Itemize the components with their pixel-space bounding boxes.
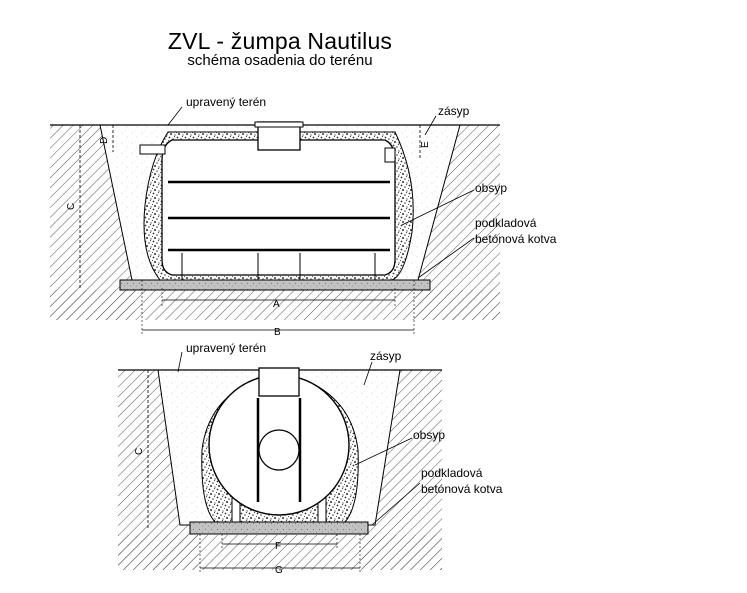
label-base-1: podkladová xyxy=(475,216,537,230)
dim-b-label: B xyxy=(274,327,281,338)
label-terrain: upravený terén xyxy=(186,95,266,109)
label-base-2: betónová kotva xyxy=(421,482,503,496)
leader-terrain xyxy=(167,106,183,126)
soil-hatch-bottom xyxy=(50,290,500,320)
label-backfill: zásyp xyxy=(438,104,470,118)
dim-d-label: D xyxy=(99,137,110,144)
leader-backfill xyxy=(363,361,373,386)
leader-backfill xyxy=(424,115,437,136)
label-base-1: podkladová xyxy=(421,466,483,480)
leader-surround xyxy=(401,189,475,226)
dim-a-label: A xyxy=(273,299,280,310)
concrete-base xyxy=(189,521,369,535)
label-surround: obsyp xyxy=(413,428,445,442)
tank-body xyxy=(161,139,396,276)
dim-c-label: C xyxy=(134,448,145,455)
dim-g-label: G xyxy=(275,565,283,576)
diagram-title: ZVL - žumpa Nautilus xyxy=(167,28,393,54)
soil-hatch-bottom xyxy=(118,535,442,570)
inlet-pipe xyxy=(139,144,166,155)
outlet-pipe xyxy=(384,147,396,163)
leader-terrain xyxy=(177,351,183,373)
manhole-collar xyxy=(254,121,304,128)
label-backfill: zásyp xyxy=(370,349,402,363)
label-base-2: betónová kotva xyxy=(475,232,557,246)
leader-surround xyxy=(354,437,413,466)
leader-base xyxy=(371,482,421,526)
leader-base xyxy=(417,237,475,279)
manhole-shaft xyxy=(258,367,300,397)
tank-outlet-opening xyxy=(258,429,300,471)
diagram-subtitle: schéma osadenia do terénu xyxy=(187,52,373,69)
dim-c-label: C xyxy=(66,203,77,210)
label-surround: obsyp xyxy=(475,181,507,195)
longitudinal-section: C D E A B upravený terén zásyp obsyp pod… xyxy=(50,95,557,338)
label-terrain: upravený terén xyxy=(186,341,266,355)
cross-section: C F G upravený terén zásyp obsyp podklad… xyxy=(118,341,503,576)
dim-e-label: E xyxy=(420,141,431,148)
concrete-base xyxy=(119,279,431,291)
dim-f-label: F xyxy=(275,541,281,552)
